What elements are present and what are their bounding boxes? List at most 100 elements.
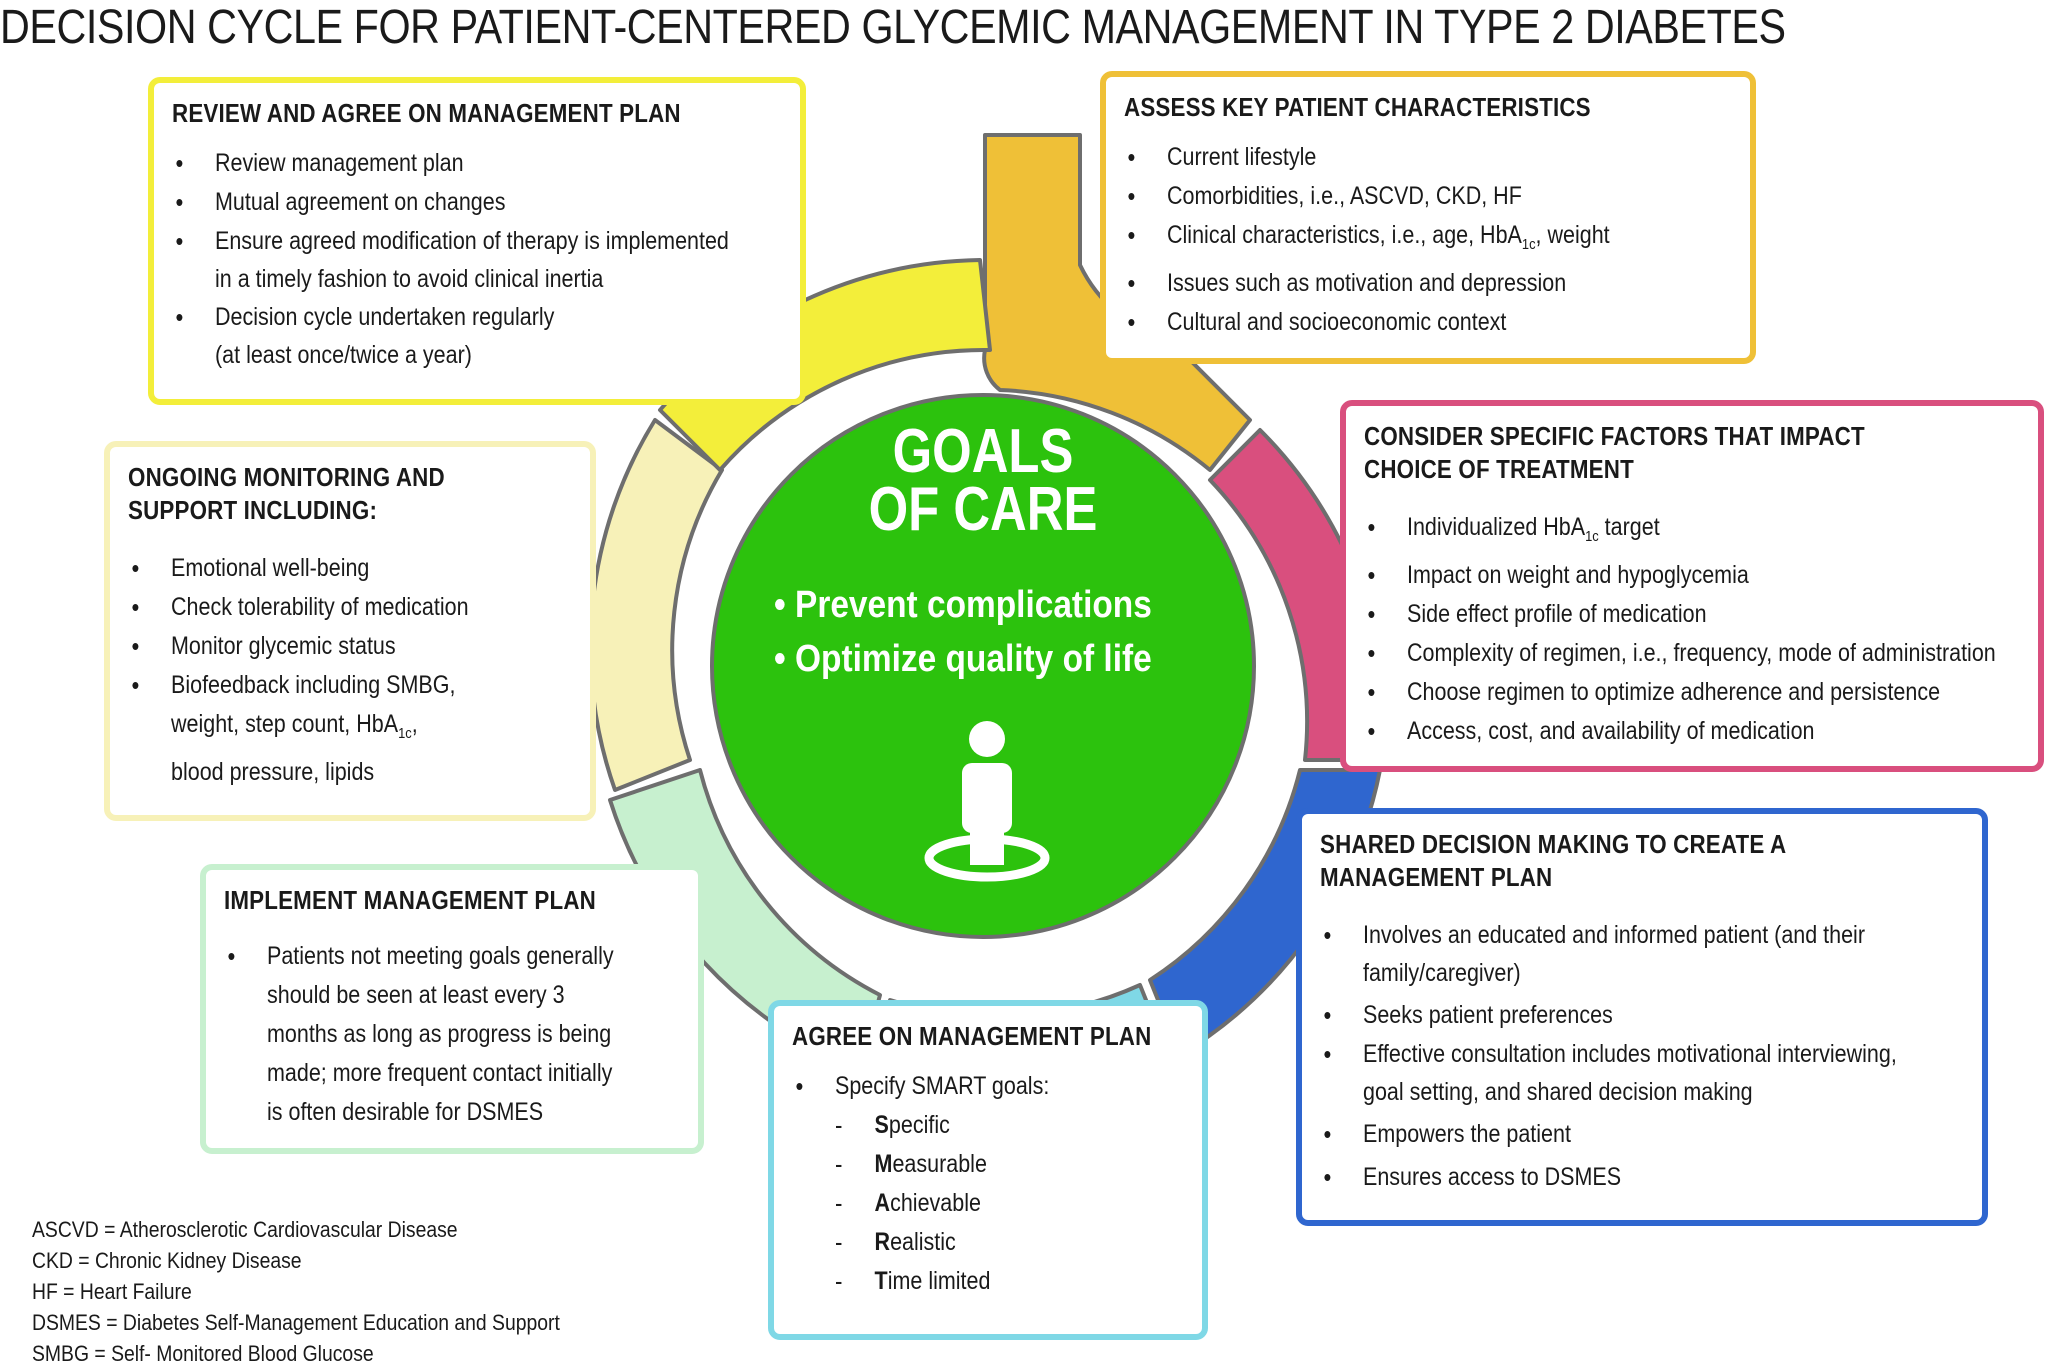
list-item: Individualized HbA1c target bbox=[1364, 508, 2048, 556]
list-item-text: Ensures access to DSMES bbox=[1363, 1163, 1622, 1191]
agree-plan-title: AGREE ON MANAGEMENT PLAN bbox=[792, 1021, 1152, 1051]
title-line: CONSIDER SPECIFIC FACTORS THAT IMPACT bbox=[1364, 421, 1865, 451]
smart-word: ealistic bbox=[890, 1228, 956, 1256]
list-item-text: Seeks patient preferences bbox=[1363, 1001, 1613, 1029]
list-item: Access, cost, and availability of medica… bbox=[1364, 712, 2048, 751]
list-item: Check tolerability of medication bbox=[128, 588, 614, 627]
smart-word: pecific bbox=[888, 1111, 950, 1139]
diagram-title: DECISION CYCLE FOR PATIENT-CENTERED GLYC… bbox=[0, 1, 1786, 54]
list-item: Effective consultation includes motivati… bbox=[1320, 1035, 2005, 1111]
list-item: Emotional well-being bbox=[128, 549, 614, 588]
list-item-text: , bbox=[411, 710, 418, 738]
list-item-text: Impact on weight and hypoglycemia bbox=[1407, 561, 1749, 589]
list-item: Clinical characteristics, i.e., age, HbA… bbox=[1124, 216, 1774, 264]
list-item: Mutual agreement on changes bbox=[172, 183, 824, 222]
implement-plan-box: IMPLEMENT MANAGEMENT PLAN Patients not m… bbox=[200, 864, 704, 1154]
smart-letter: A bbox=[874, 1189, 891, 1217]
list-item: Monitor glycemic status bbox=[128, 627, 614, 666]
list-item: Specify SMART goals: bbox=[792, 1067, 1226, 1106]
smart-letter: R bbox=[874, 1228, 891, 1256]
list-item-text: in a timely fashion to avoid clinical in… bbox=[215, 265, 604, 293]
list-item-text: blood pressure, lipids bbox=[171, 758, 375, 786]
title-line: CHOICE OF TREATMENT bbox=[1364, 454, 1634, 484]
title-line: MANAGEMENT PLAN bbox=[1320, 862, 1553, 892]
title-line: SHARED DECISION MAKING TO CREATE A bbox=[1320, 829, 1787, 859]
legend-item: DSMES = Diabetes Self-Management Educati… bbox=[32, 1310, 560, 1335]
list-item-text: (at least once/twice a year) bbox=[215, 341, 472, 369]
implement-plan-title: IMPLEMENT MANAGEMENT PLAN bbox=[224, 885, 596, 915]
list-item-text: is often desirable for DSMES bbox=[267, 1098, 544, 1126]
list-item-text: Side effect profile of medication bbox=[1407, 600, 1707, 628]
smart-word: chievable bbox=[890, 1189, 981, 1217]
list-item-text: Involves an educated and informed patien… bbox=[1363, 921, 1865, 949]
list-item-text: family/caregiver) bbox=[1363, 959, 1521, 987]
goals-heading-line-2: OF CARE bbox=[868, 475, 1098, 544]
list-item-text: Mutual agreement on changes bbox=[215, 188, 506, 216]
smart-word: easurable bbox=[892, 1150, 987, 1178]
list-item-text: Current lifestyle bbox=[1167, 143, 1317, 171]
list-item-text: Individualized HbA bbox=[1407, 513, 1586, 541]
goals-heading-line-1: GOALS bbox=[892, 417, 1074, 486]
list-item: Complexity of regimen, i.e., frequency, … bbox=[1364, 634, 2048, 673]
smart-goal-achievable: Achievable bbox=[792, 1184, 1266, 1223]
title-line: ONGOING MONITORING AND bbox=[128, 462, 445, 492]
agree-plan-box: AGREE ON MANAGEMENT PLAN Specify SMART g… bbox=[768, 1000, 1208, 1340]
subscript: 1c bbox=[1521, 236, 1536, 253]
list-item: Involves an educated and informed patien… bbox=[1320, 916, 2005, 992]
goal-optimize-quality-text: Optimize quality of life bbox=[795, 638, 1152, 680]
list-item-text: months as long as progress is being bbox=[267, 1020, 612, 1048]
list-item-text: Specify SMART goals: bbox=[835, 1072, 1050, 1100]
cycle-segment-monitoring bbox=[588, 418, 724, 792]
goal-prevent-complications-text: Prevent complications bbox=[795, 584, 1152, 626]
list-item: Seeks patient preferences bbox=[1320, 996, 2005, 1035]
list-item-text: Emotional well-being bbox=[171, 554, 370, 582]
goal-prevent-complications: • Prevent complications bbox=[774, 584, 1152, 626]
list-item-text: Comorbidities, i.e., ASCVD, CKD, HF bbox=[1167, 182, 1522, 210]
list-item-text: goal setting, and shared decision making bbox=[1363, 1078, 1753, 1106]
list-item-text: weight, step count, HbA bbox=[171, 710, 399, 738]
smart-word: ime limited bbox=[887, 1267, 991, 1295]
subscript: 1c bbox=[398, 725, 412, 742]
list-item-text: Choose regimen to optimize adherence and… bbox=[1407, 678, 1941, 706]
smart-goal-time-limited: Time limited bbox=[792, 1262, 1266, 1301]
list-item: Side effect profile of medication bbox=[1364, 595, 2048, 634]
smart-letter: S bbox=[874, 1111, 889, 1139]
list-item-text: Biofeedback including SMBG, bbox=[171, 671, 456, 699]
list-item-text: , weight bbox=[1535, 221, 1610, 249]
goal-optimize-quality: • Optimize quality of life bbox=[774, 638, 1152, 680]
smart-letter: M bbox=[874, 1150, 893, 1178]
list-item: Issues such as motivation and depression bbox=[1124, 264, 1774, 303]
list-item: Biofeedback including SMBG, weight, step… bbox=[128, 666, 614, 792]
list-item: Cultural and socioeconomic context bbox=[1124, 303, 1774, 342]
list-item: Decision cycle undertaken regularly (at l… bbox=[172, 298, 824, 374]
list-item-text: Cultural and socioeconomic context bbox=[1167, 308, 1507, 336]
legend-item: SMBG = Self- Monitored Blood Glucose bbox=[32, 1341, 374, 1366]
subscript: 1c bbox=[1585, 528, 1599, 545]
smart-goal-measurable: Measurable bbox=[792, 1145, 1266, 1184]
list-item-text: Decision cycle undertaken regularly bbox=[215, 303, 555, 331]
list-item: Current lifestyle bbox=[1124, 138, 1774, 177]
list-item-text: made; more frequent contact initially bbox=[267, 1059, 613, 1087]
smart-goal-specific: Specific bbox=[792, 1106, 1266, 1145]
list-item-text: Complexity of regimen, i.e., frequency, … bbox=[1407, 639, 1996, 667]
list-item-text: target bbox=[1598, 513, 1660, 541]
list-item-text: Empowers the patient bbox=[1363, 1120, 1571, 1148]
list-item-text: Ensure agreed modification of therapy is… bbox=[215, 227, 729, 255]
smart-goal-realistic: Realistic bbox=[792, 1223, 1266, 1262]
legend-item: ASCVD = Atherosclerotic Cardiovascular D… bbox=[32, 1217, 458, 1242]
list-item: Ensure agreed modification of therapy is… bbox=[172, 222, 824, 298]
list-item: Impact on weight and hypoglycemia bbox=[1364, 556, 2048, 595]
list-item-text: Check tolerability of medication bbox=[171, 593, 469, 621]
assess-characteristics-box: ASSESS KEY PATIENT CHARACTERISTICS Curre… bbox=[1100, 71, 1756, 364]
list-item-text: Review management plan bbox=[215, 149, 464, 177]
goals-heading: GOALS OF CARE bbox=[762, 417, 1203, 544]
list-item: Empowers the patient bbox=[1320, 1115, 2005, 1154]
review-plan-title: REVIEW AND AGREE ON MANAGEMENT PLAN bbox=[172, 98, 681, 128]
legend-item: HF = Heart Failure bbox=[32, 1279, 192, 1304]
